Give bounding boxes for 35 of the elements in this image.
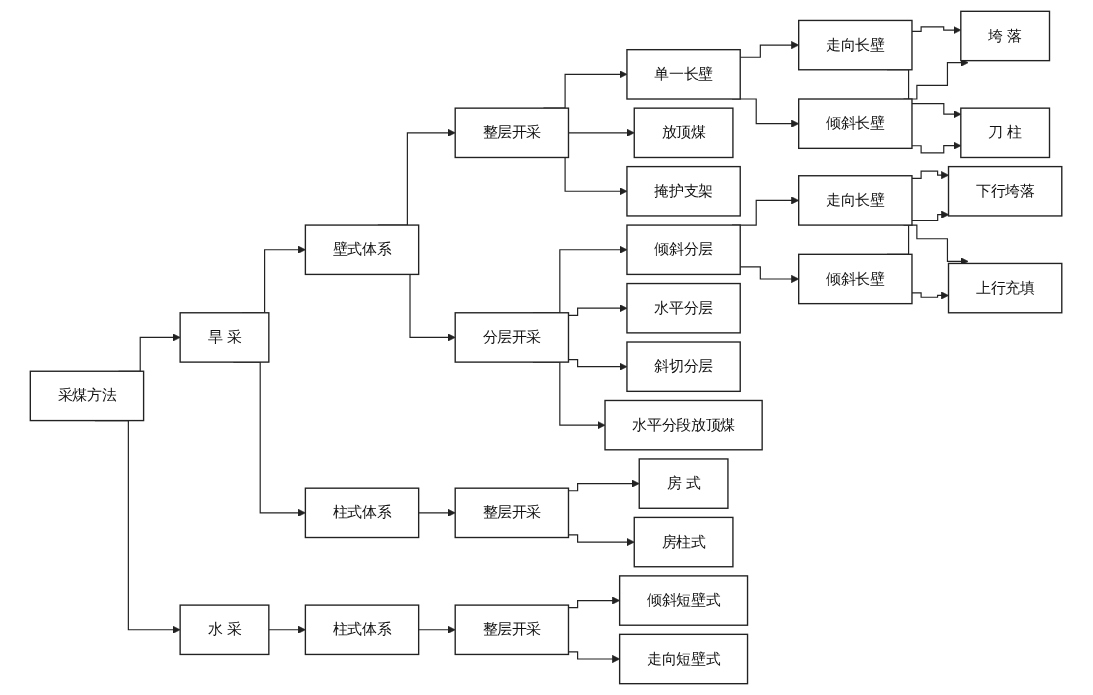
node-box: 斜切分层 bbox=[626, 341, 742, 393]
node-box: 房 式 bbox=[639, 458, 730, 509]
node-box: 采煤方法 bbox=[30, 370, 145, 422]
node-box: 放顶煤 bbox=[634, 107, 735, 159]
node-box: 分层开采 bbox=[454, 312, 570, 363]
node-box: 整层开采 bbox=[454, 604, 570, 656]
node-box: 水平分层 bbox=[626, 282, 742, 334]
arrow bbox=[568, 304, 628, 316]
node-box: 倾斜分层 bbox=[626, 224, 742, 276]
arrow bbox=[568, 596, 621, 609]
node-box: 旱 采 bbox=[179, 312, 270, 363]
node-box: 走向短壁式 bbox=[619, 633, 749, 685]
node-box: 水平分段放顶煤 bbox=[604, 399, 764, 451]
node-box: 壁式体系 bbox=[305, 224, 420, 276]
node-box: 倾斜短壁式 bbox=[619, 575, 749, 626]
node-box: 柱式体系 bbox=[305, 487, 420, 539]
node-box: 垮 落 bbox=[960, 10, 1051, 62]
node-box: 倾斜长壁 bbox=[798, 253, 914, 305]
node-box: 整层开采 bbox=[454, 487, 570, 539]
node-box: 柱式体系 bbox=[305, 604, 420, 656]
node-box: 房柱式 bbox=[634, 516, 735, 568]
node-box: 刀 柱 bbox=[960, 107, 1051, 159]
arrow bbox=[740, 266, 800, 283]
arrow bbox=[740, 41, 800, 58]
node-box: 掩护支架 bbox=[626, 165, 742, 217]
node-box: 走向长壁 bbox=[798, 19, 914, 71]
node-box: 水 采 bbox=[179, 604, 270, 656]
node-box: 倾斜长壁 bbox=[798, 98, 914, 150]
node-box: 下行垮落 bbox=[948, 165, 1063, 217]
node-box: 走向长壁 bbox=[798, 175, 914, 226]
node-box: 上行充填 bbox=[948, 262, 1063, 314]
arrow bbox=[568, 358, 628, 371]
node-box: 单一长壁 bbox=[626, 49, 742, 100]
node-box: 整层开采 bbox=[454, 107, 570, 159]
arrow bbox=[568, 651, 621, 664]
